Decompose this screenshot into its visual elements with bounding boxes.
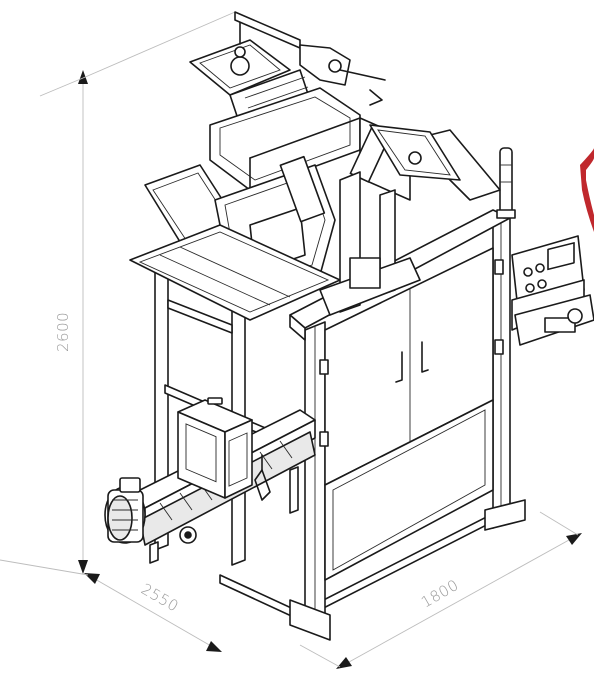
cabinet: [319, 247, 504, 581]
depth-dimension-label: 2550: [138, 580, 182, 616]
guide-plate: [129, 224, 341, 321]
width-dimension-label: 1800: [418, 576, 462, 612]
inner-columns: [319, 171, 421, 316]
height-dimension-label: 2600: [54, 312, 72, 352]
control-panel: [511, 235, 594, 346]
canister: [177, 397, 253, 499]
side-guide: [254, 454, 271, 501]
dimension-lines: [0, 11, 582, 669]
signal-tower: [496, 147, 516, 219]
motor: [104, 477, 146, 544]
